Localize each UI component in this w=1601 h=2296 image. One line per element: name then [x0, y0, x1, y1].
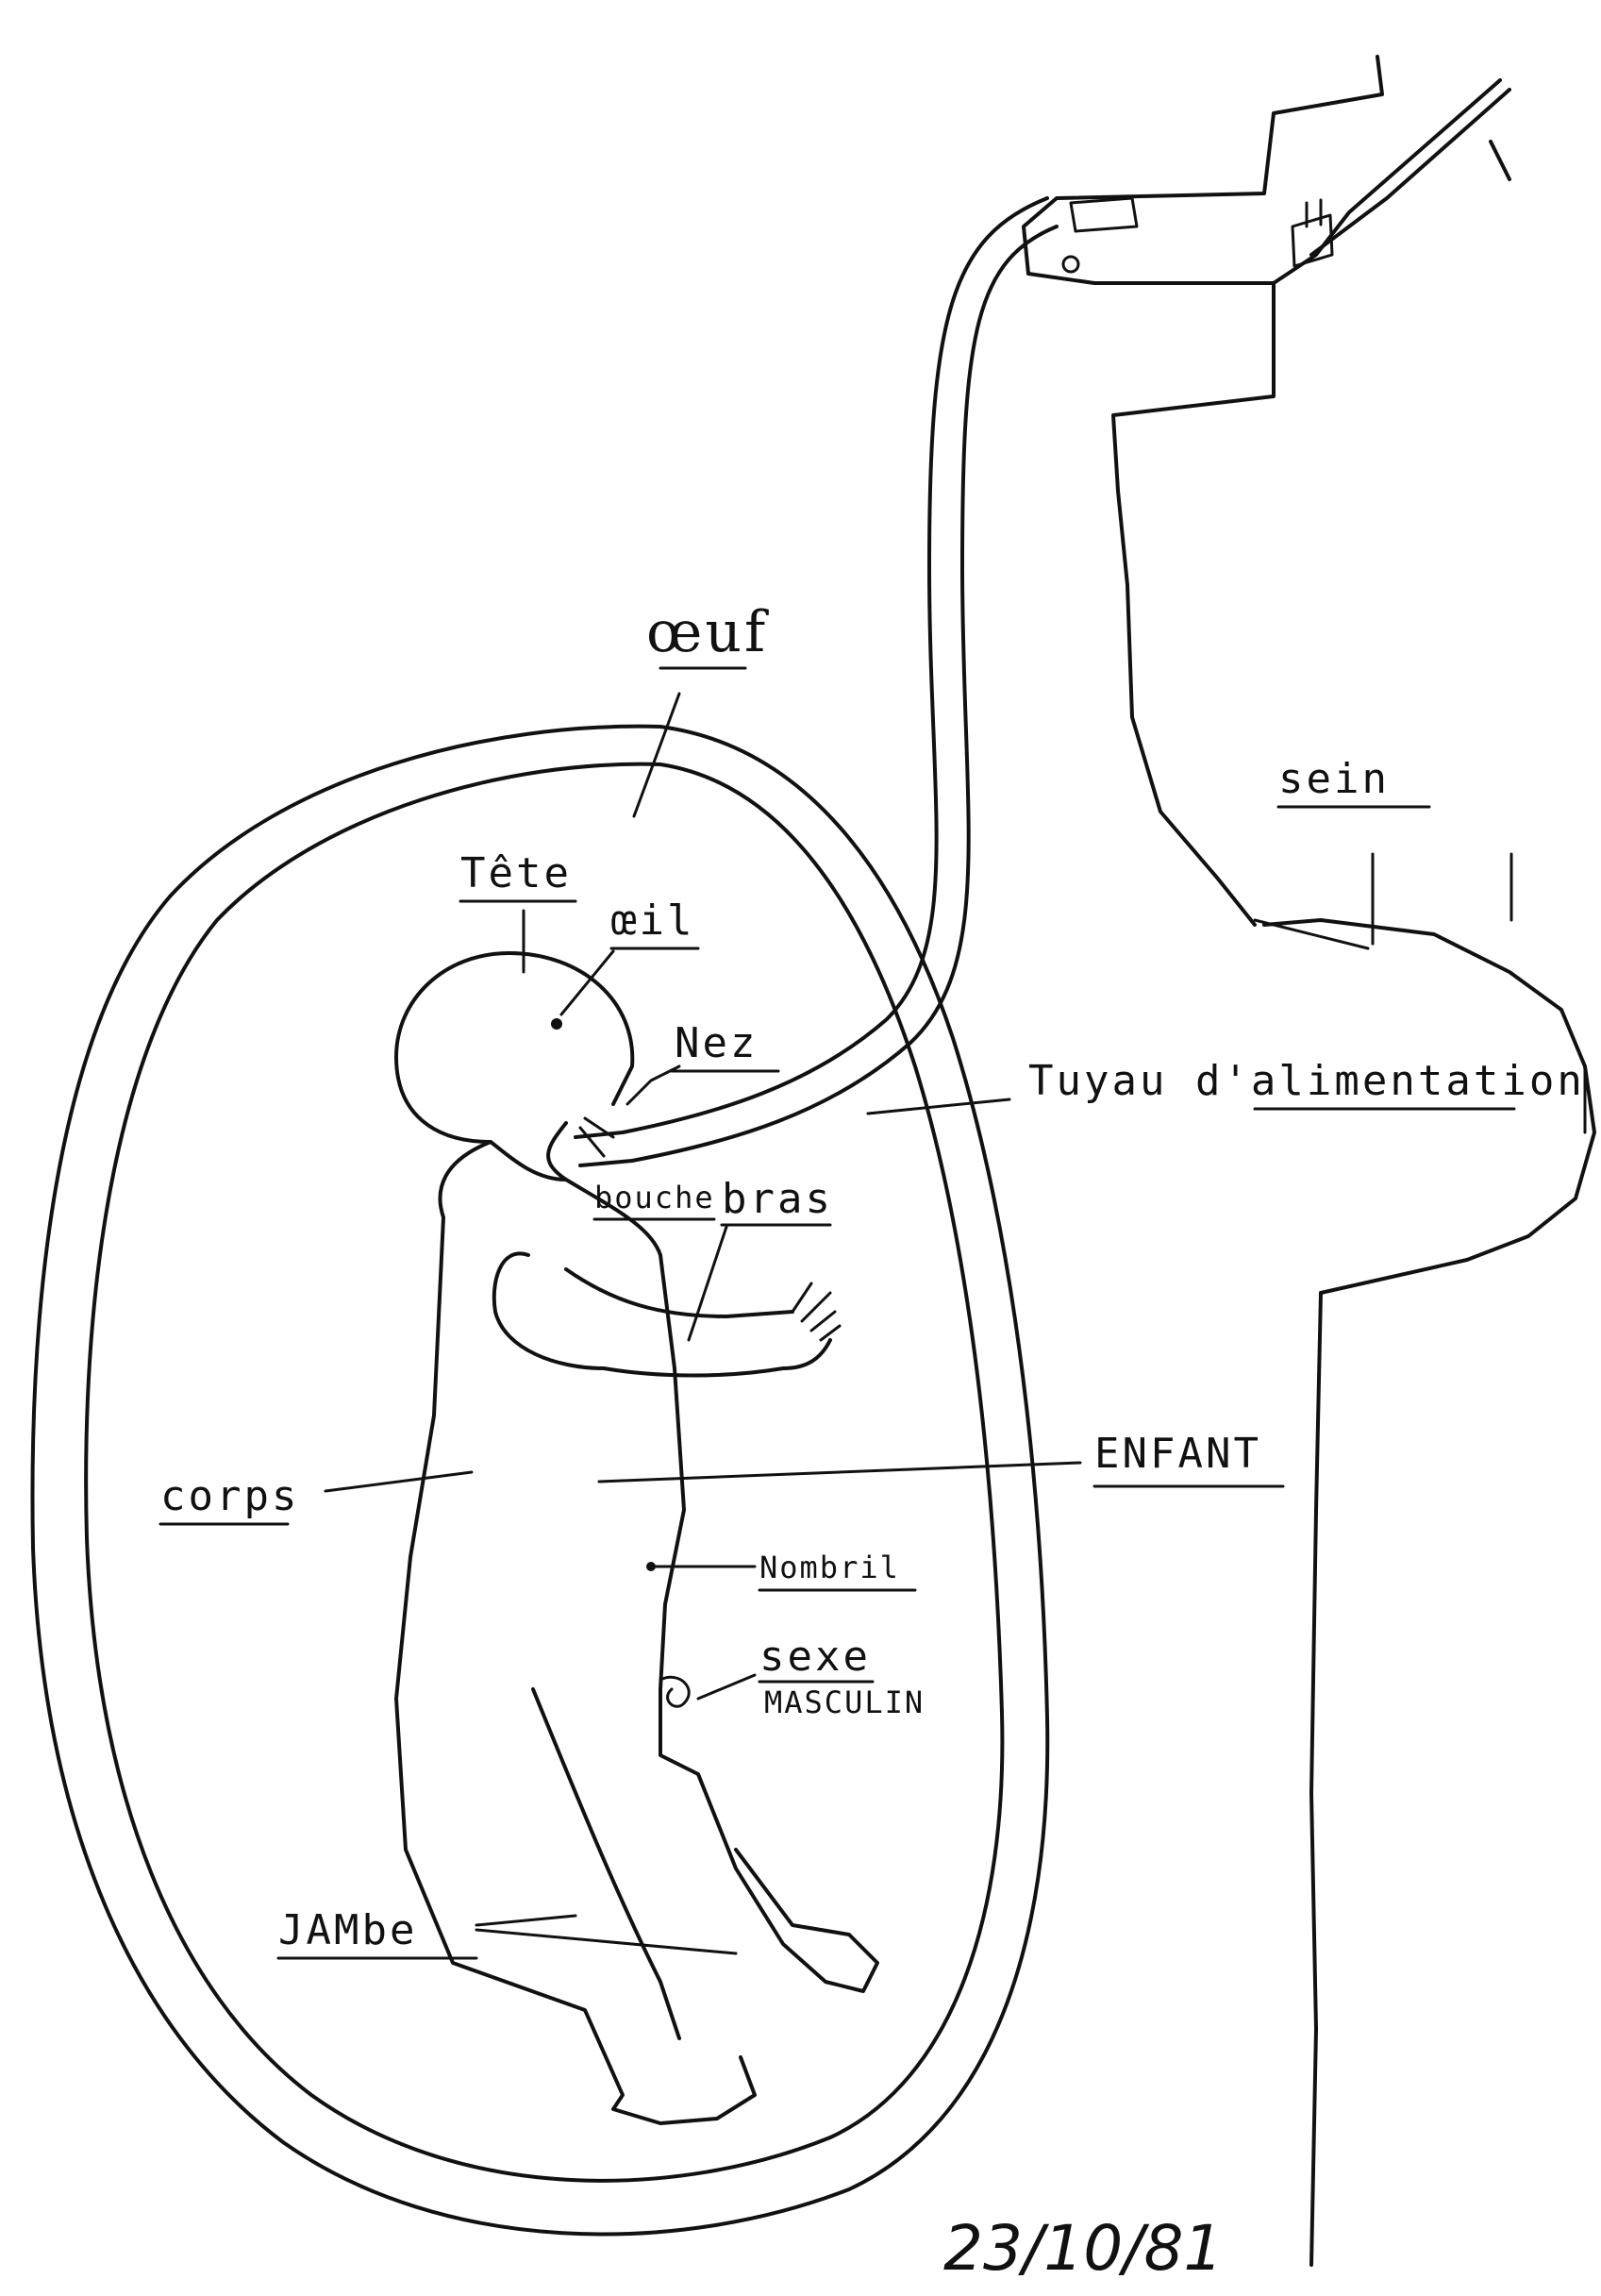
label-masculin: MASCULIN	[764, 1684, 925, 1720]
label-sexe: sexe	[759, 1633, 871, 1681]
drawing-date: 23/10/81	[943, 2212, 1223, 2285]
label-oeil: œil	[611, 897, 694, 945]
feeding-tube	[575, 198, 1057, 1165]
label-tuyau: Tuyau d'alimentation	[1028, 1057, 1585, 1105]
label-tete: Tête	[460, 849, 572, 897]
label-bras: bras	[722, 1175, 833, 1223]
label-nombril: Nombril	[759, 1550, 900, 1585]
labels: œuf Tête œil Nez Tuyau d'alimentation bo…	[160, 599, 1585, 1958]
label-sein: sein	[1278, 755, 1390, 803]
label-enfant: ENFANT	[1094, 1430, 1261, 1478]
label-oeuf: œuf	[646, 599, 769, 665]
label-nez: Nez	[675, 1019, 758, 1067]
label-corps: corps	[160, 1472, 299, 1520]
label-bouche: bouche	[594, 1180, 715, 1215]
mother-figure	[1024, 57, 1594, 2265]
label-jambe: JAMbe	[278, 1906, 417, 1954]
